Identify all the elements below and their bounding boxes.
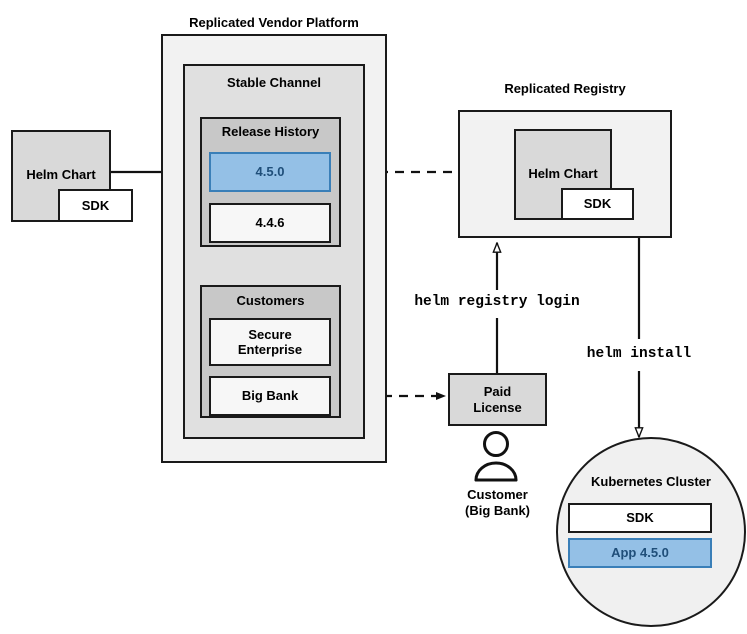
cluster-item-app[interactable]: App 4.5.0	[568, 538, 712, 568]
cluster-item-label: SDK	[626, 510, 654, 526]
release-version-label: 4.5.0	[255, 164, 285, 180]
paid-license-box[interactable]: Paid License	[448, 373, 547, 426]
cluster-item-sdk[interactable]: SDK	[568, 503, 712, 533]
paid-license-line2: License	[473, 399, 522, 415]
customer-actor-line1: Customer	[467, 487, 528, 503]
registry-title: Replicated Registry	[504, 81, 626, 97]
stable-channel-title: Stable Channel	[227, 75, 321, 91]
paid-license-line1: Paid	[483, 384, 512, 400]
helm-install-label: helm install	[586, 346, 692, 363]
registry-sdk-box[interactable]: SDK	[561, 188, 634, 220]
registry-helm-chart-label: Helm Chart	[528, 166, 598, 181]
person-icon	[474, 431, 518, 482]
customers-title: Customers	[236, 293, 305, 309]
customer-secure-enterprise[interactable]: Secure Enterprise	[209, 318, 331, 366]
release-version-label: 4.4.6	[255, 215, 285, 231]
registry-sdk-label: SDK	[583, 196, 612, 212]
customer-name-line2: Enterprise	[237, 342, 303, 357]
customer-name-line1: Big Bank	[241, 388, 299, 404]
helm-registry-login-label: helm registry login	[414, 294, 580, 311]
source-sdk-box[interactable]: SDK	[58, 189, 133, 222]
release-history-title: Release History	[221, 124, 320, 140]
customer-name-line1: Secure	[248, 326, 292, 342]
source-sdk-label: SDK	[81, 197, 110, 213]
cluster-item-label: App 4.5.0	[611, 545, 669, 561]
release-item-4-4-6[interactable]: 4.4.6	[209, 203, 331, 243]
vendor-platform-title: Replicated Vendor Platform	[189, 15, 359, 31]
customer-actor-label: Customer (Big Bank)	[440, 486, 555, 520]
customer-big-bank[interactable]: Big Bank	[209, 376, 331, 416]
customer-actor-line2: (Big Bank)	[465, 503, 530, 518]
kubernetes-cluster-title: Kubernetes Cluster	[591, 474, 711, 490]
source-helm-chart-label: Helm Chart	[26, 167, 96, 182]
release-item-4-5-0[interactable]: 4.5.0	[209, 152, 331, 192]
